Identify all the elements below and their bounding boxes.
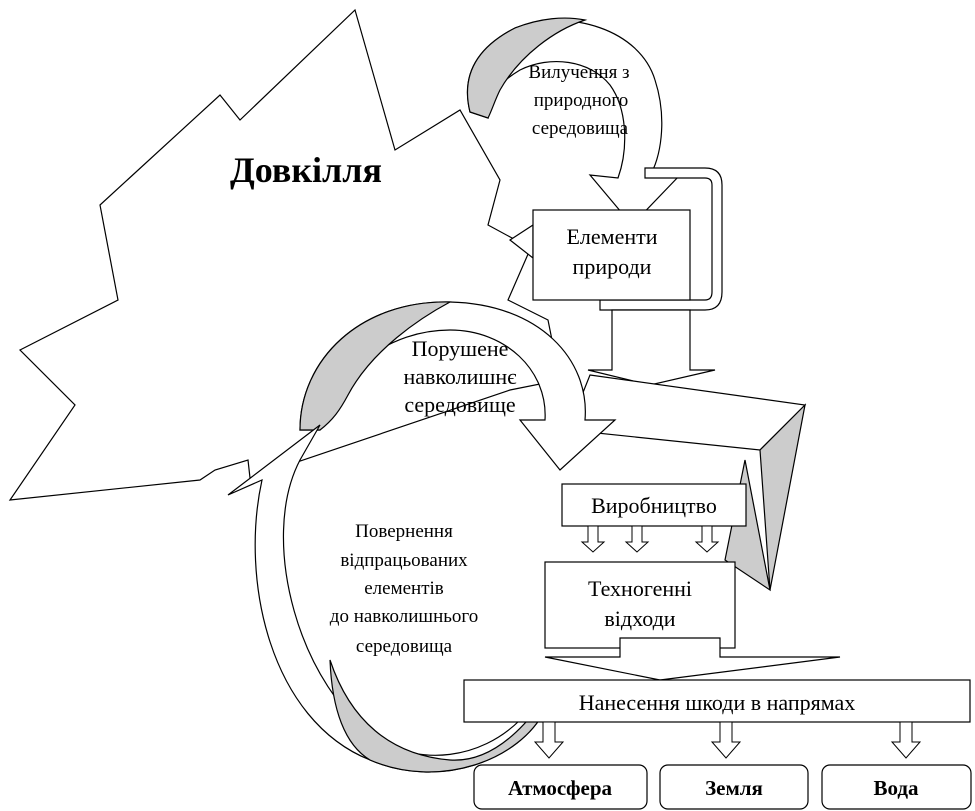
extraction-label-line-1: Вилучення з (528, 62, 629, 83)
return-label-line-2: відпрацьованих (340, 550, 468, 571)
down-flow-arrow (587, 309, 716, 386)
return-label-line-5: середовища (356, 636, 453, 657)
target-atmosphere-label: Атмосфера (508, 776, 613, 800)
return-label-line-1: Повернення (355, 521, 453, 542)
target-water-label: Вода (873, 776, 919, 800)
nature-elements-line-1: Елементи (566, 224, 657, 249)
return-cycle-arrow (227, 301, 617, 773)
disturbed-env-line-2: навколишнє (403, 364, 517, 389)
waste-line-1: Техногенні (588, 576, 692, 601)
disturbed-env-line-3: середовище (404, 392, 515, 417)
waste-to-damage-arrow (544, 637, 841, 681)
disturbed-env-line-1: Порушене (412, 336, 509, 361)
extraction-label-line-3: середовища (532, 118, 629, 139)
return-label-line-4: до навколишнього (330, 606, 478, 627)
page-title: Довкілля (230, 150, 382, 190)
damage-down-arrows (533, 721, 922, 759)
waste-line-2: відходи (604, 606, 675, 631)
production-box (561, 483, 747, 527)
3d-band (567, 374, 807, 592)
extraction-arrow: Вилучення з природного середовища (466, 17, 682, 226)
damage-label: Нанесення шкоди в напрямах (579, 690, 856, 715)
production-down-arrows (580, 525, 720, 553)
nature-elements-box (532, 209, 691, 301)
target-box-land (659, 764, 809, 810)
target-land-label: Земля (705, 776, 763, 800)
return-label-line-3: елементів (364, 578, 444, 599)
damage-box (463, 679, 971, 723)
target-box-water (821, 764, 972, 810)
waste-box (544, 561, 736, 649)
nature-elements-line-2: природи (573, 254, 652, 279)
production-label: Виробництво (591, 493, 717, 518)
extraction-label-line-2: природного (534, 90, 628, 111)
target-box-atmosphere (473, 764, 648, 810)
